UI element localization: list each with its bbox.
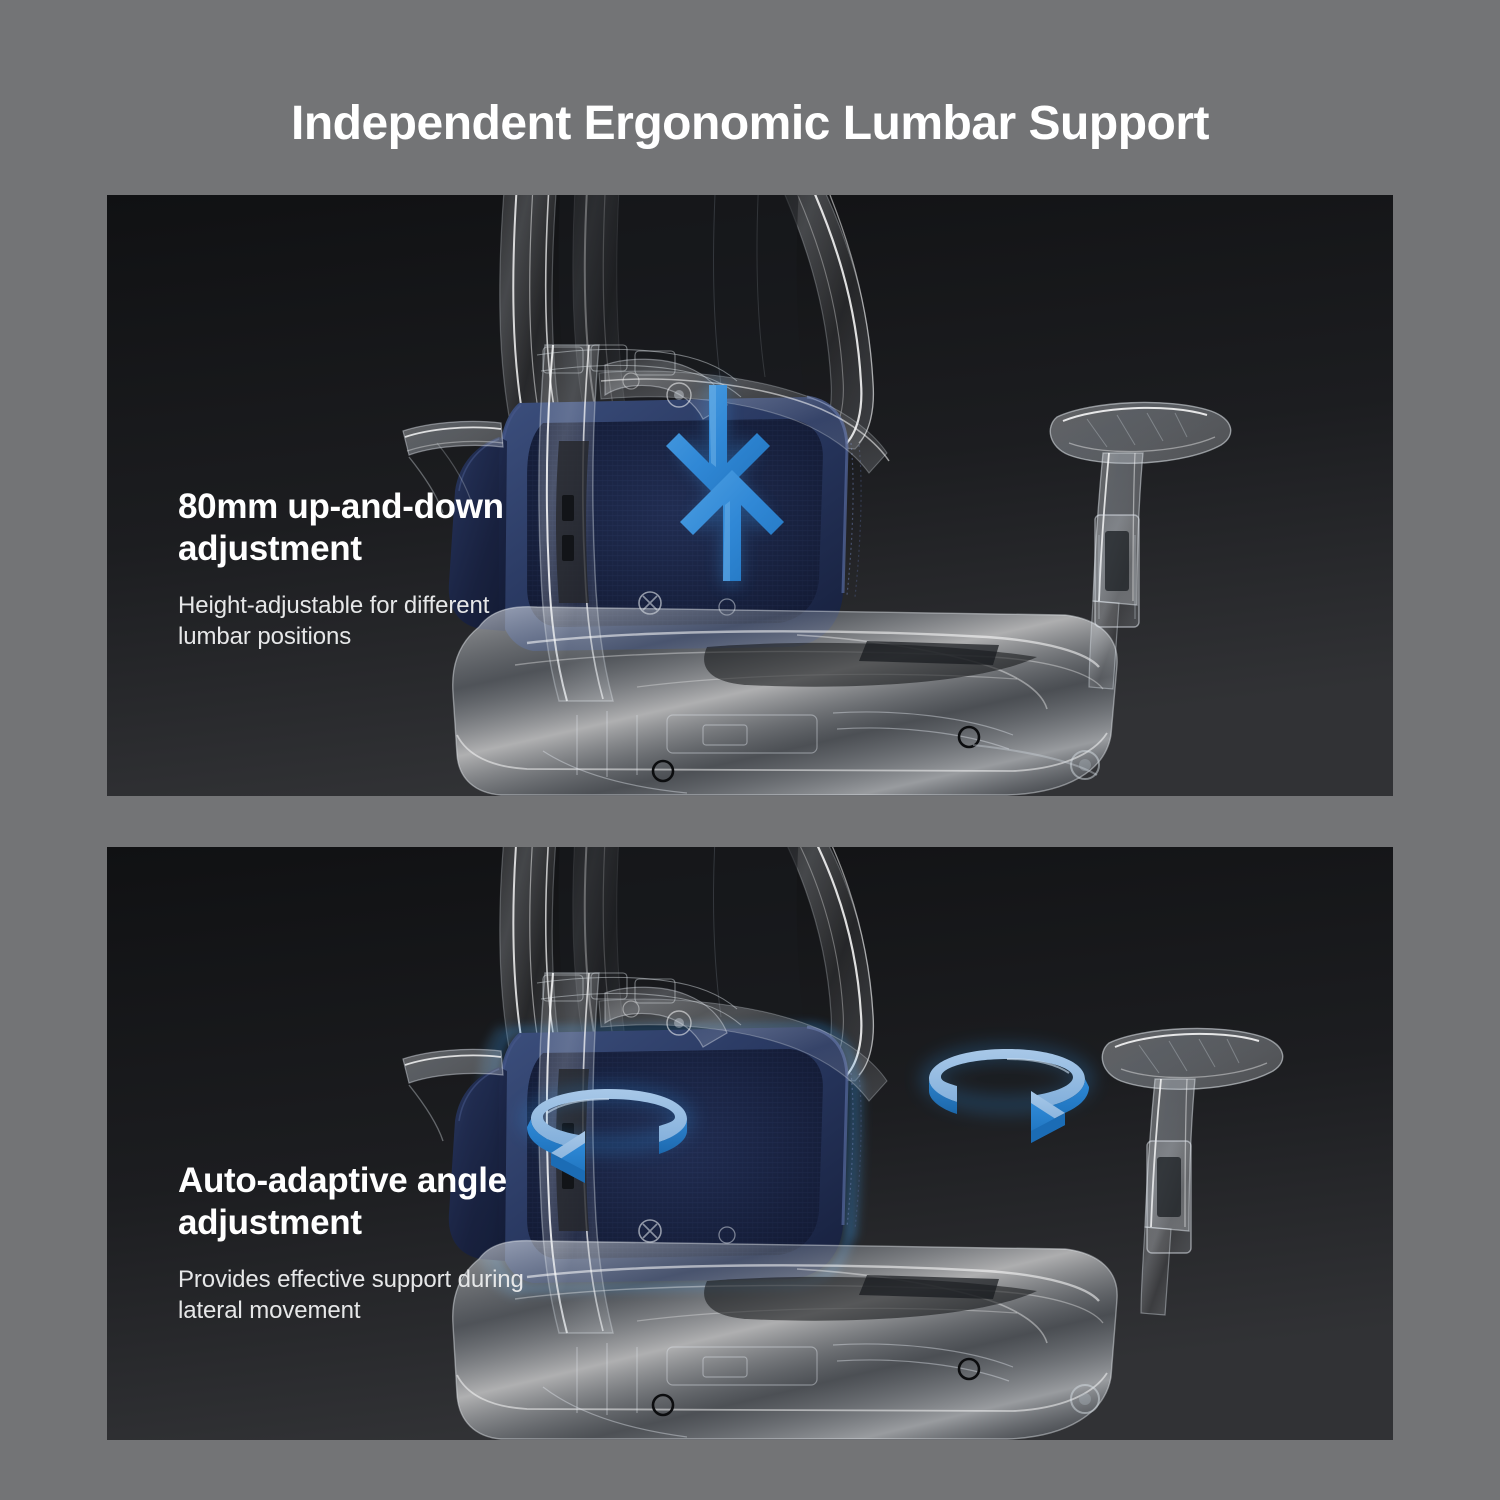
callout-subtitle: Height-adjustable for different lumbar p…	[178, 591, 490, 650]
feature-panel-angle-adjustment: Auto-adaptive angle adjustment Provides …	[107, 847, 1393, 1440]
arrow-up-icon	[680, 470, 784, 581]
rotation-arrow-right-icon	[921, 1045, 1093, 1143]
arrow-down-icon	[666, 385, 770, 498]
page-title: Independent Ergonomic Lumbar Support	[291, 97, 1210, 150]
callout-heading: 80mm up-and-down adjustment	[178, 487, 504, 569]
vertical-adjust-arrows	[666, 381, 784, 587]
feature-panel-height-adjustment: 80mm up-and-down adjustment Height-adjus…	[107, 195, 1393, 796]
rotation-arrow-left-icon	[521, 1085, 693, 1183]
chair-illustration-angle	[107, 847, 1393, 1440]
callout-heading: Auto-adaptive angle adjustment	[178, 1161, 507, 1243]
callout-angle-adjustment: Auto-adaptive angle adjustment Provides …	[178, 1160, 548, 1326]
chair-illustration-height	[107, 195, 1393, 796]
callout-subtitle: Provides effective support during latera…	[178, 1265, 524, 1324]
callout-height-adjustment: 80mm up-and-down adjustment Height-adjus…	[178, 486, 548, 652]
